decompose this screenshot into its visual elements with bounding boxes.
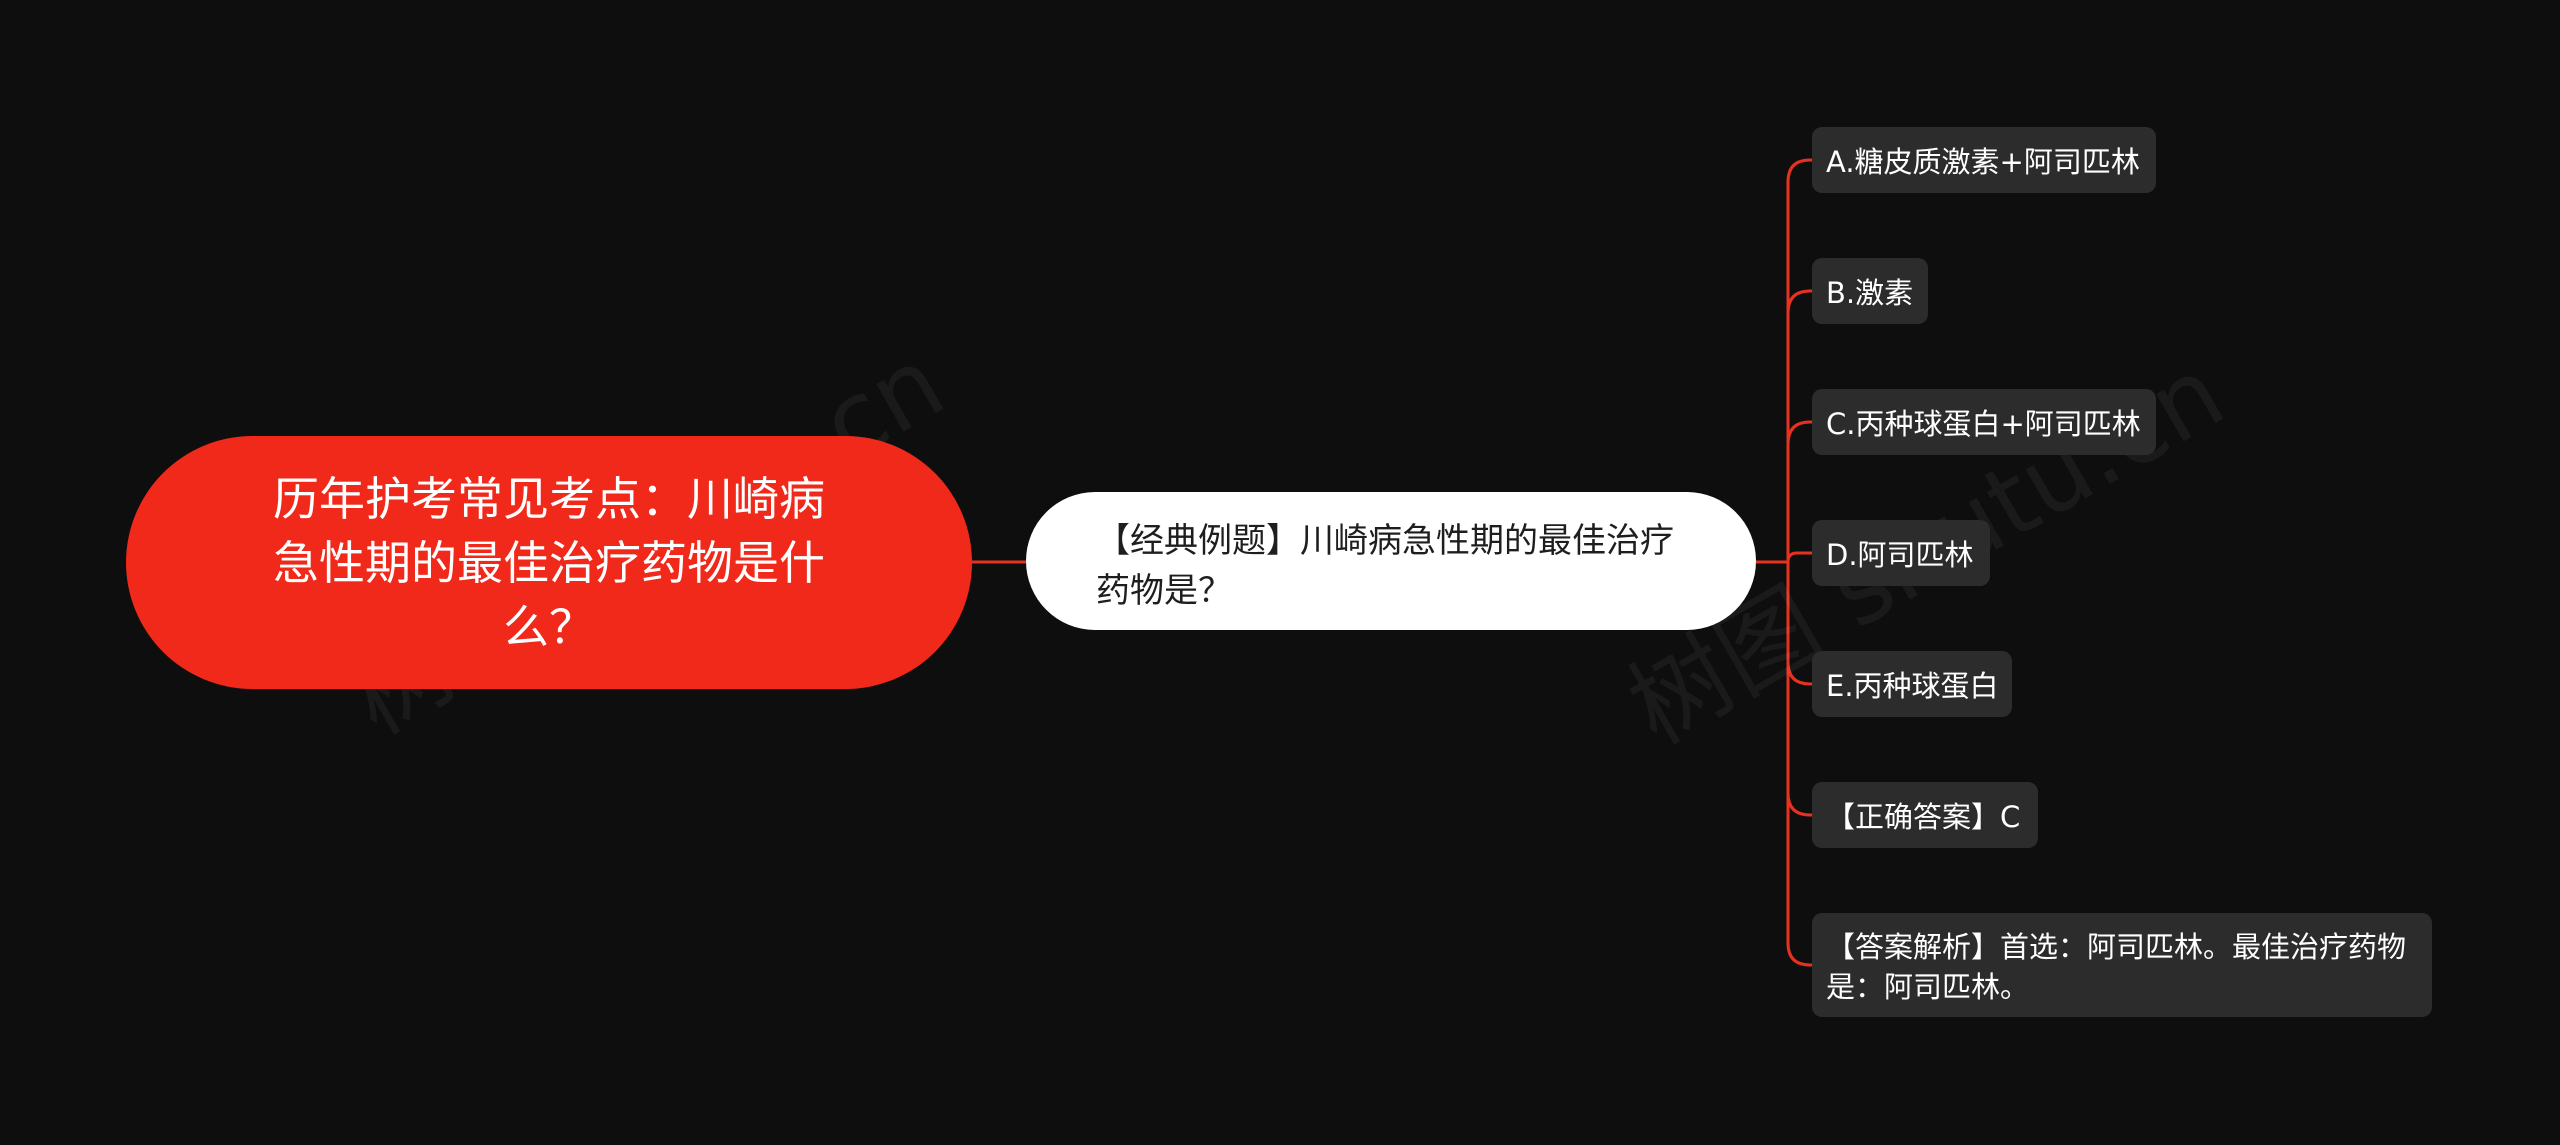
branch-connector-2 (1786, 289, 1812, 562)
branch-connector-7 (1786, 562, 1812, 967)
answer-explanation-node[interactable]: 【答案解析】首选：阿司匹林。最佳治疗药物是：阿司匹林。 (1812, 913, 2432, 1017)
branch-connector-6 (1786, 562, 1812, 817)
branch-connector-4 (1786, 551, 1812, 563)
option-node-a[interactable]: A.糖皮质激素+阿司匹林 (1812, 127, 2156, 193)
option-node-d[interactable]: D.阿司匹林 (1812, 520, 1990, 586)
branch-connector-3 (1786, 420, 1812, 562)
branch-connector-1 (1786, 158, 1812, 562)
option-node-e[interactable]: E.丙种球蛋白 (1812, 651, 2012, 717)
correct-answer-node[interactable]: 【正确答案】C (1812, 782, 2038, 848)
question-text: 【经典例题】川崎病急性期的最佳治疗药物是？ (1096, 521, 1674, 611)
option-node-c[interactable]: C.丙种球蛋白+阿司匹林 (1812, 389, 2156, 455)
branch-connector-5 (1786, 562, 1812, 686)
question-node[interactable]: 【经典例题】川崎病急性期的最佳治疗药物是？ (1026, 492, 1756, 630)
root-topic-node[interactable]: 历年护考常见考点：川崎病急性期的最佳治疗药物是什么？ (126, 436, 972, 689)
root-topic-text: 历年护考常见考点：川崎病急性期的最佳治疗药物是什么？ (273, 471, 825, 654)
option-node-b[interactable]: B.激素 (1812, 258, 1928, 324)
